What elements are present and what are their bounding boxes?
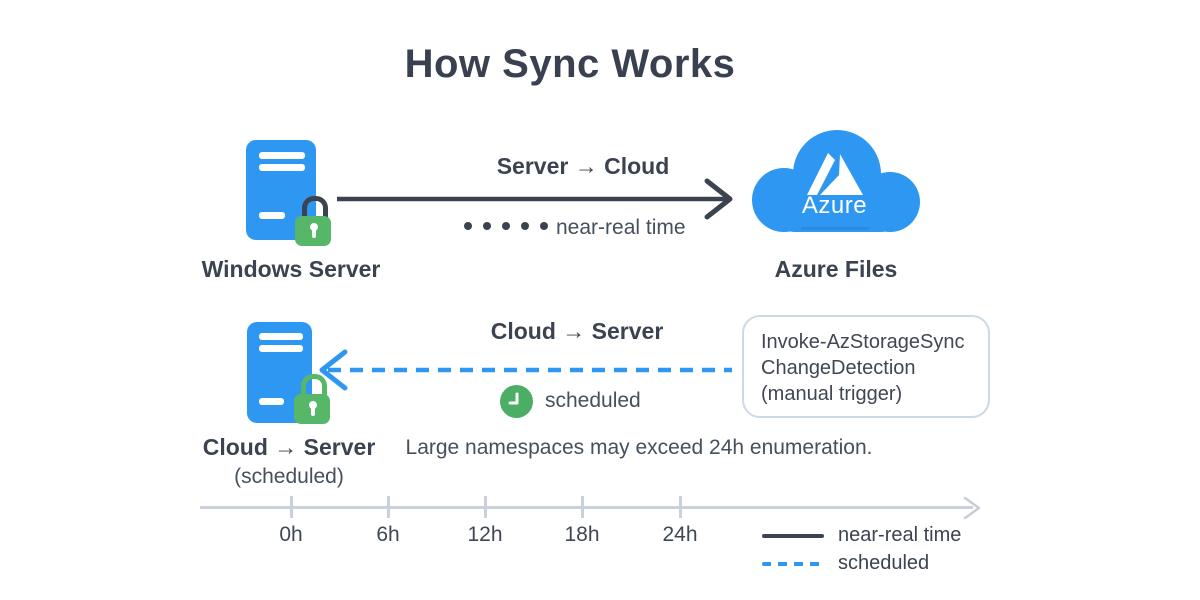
azure-files-label: Azure Files bbox=[774, 256, 898, 282]
scheduled-label: scheduled bbox=[545, 389, 641, 412]
lock-icon bbox=[295, 196, 335, 248]
cloud-to-server-source-label: Cloud → Server bbox=[202, 434, 376, 460]
command-line-1: Invoke-AzStorageSync bbox=[761, 331, 965, 353]
legend-dashed-line-icon bbox=[762, 562, 826, 566]
server-icon bbox=[246, 140, 316, 240]
timeline-tick-label: 18h bbox=[564, 523, 600, 546]
cloud-to-server-source-sublabel: (scheduled) bbox=[234, 465, 344, 488]
legend-solid-line-icon bbox=[762, 534, 824, 538]
server-to-cloud-label: Server → Cloud bbox=[496, 153, 670, 179]
azure-logo-icon bbox=[807, 153, 863, 195]
legend-near-real-time-label: near-real time bbox=[838, 524, 962, 546]
azure-cloud-icon bbox=[752, 130, 920, 232]
timeline-tick-label: 6h bbox=[376, 523, 400, 546]
cloud-to-server-arrow-icon bbox=[319, 349, 732, 391]
manual-trigger-command-box: Invoke-AzStorageSync ChangeDetection (ma… bbox=[742, 315, 990, 418]
near-real-time-label: near-real time bbox=[556, 216, 686, 239]
legend-scheduled-label: scheduled bbox=[838, 552, 930, 574]
near-real-time-dots-icon bbox=[464, 222, 548, 230]
timeline-arrowhead-icon bbox=[963, 496, 981, 520]
page-title: How Sync Works bbox=[404, 42, 736, 86]
cloud-to-server-direction-label: Cloud → Server bbox=[490, 318, 664, 344]
azure-logo-text: Azure bbox=[801, 192, 868, 219]
enumeration-note: Large namespaces may exceed 24h enumerat… bbox=[405, 436, 873, 459]
windows-server-label: Windows Server bbox=[201, 256, 381, 282]
timeline-tick-label: 0h bbox=[279, 523, 303, 546]
clock-icon bbox=[500, 385, 533, 418]
timeline-tick-label: 24h bbox=[662, 523, 698, 546]
timeline-tick bbox=[484, 496, 487, 518]
lock-icon-scheduled bbox=[294, 374, 334, 426]
server-to-cloud-arrow-icon bbox=[337, 178, 733, 220]
timeline-tick-label: 12h bbox=[467, 523, 503, 546]
azure-underline bbox=[801, 227, 869, 230]
timeline-tick bbox=[387, 496, 390, 518]
command-line-3: (manual trigger) bbox=[761, 383, 903, 405]
timeline-axis bbox=[200, 506, 973, 509]
timeline-tick bbox=[679, 496, 682, 518]
command-line-2: ChangeDetection bbox=[761, 357, 916, 379]
timeline-tick bbox=[290, 496, 293, 518]
timeline-tick bbox=[581, 496, 584, 518]
